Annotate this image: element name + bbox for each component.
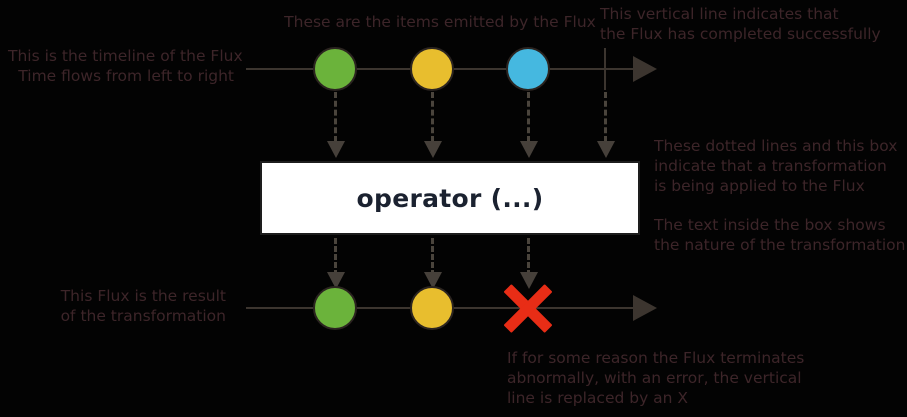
dotted-line-error-out: [527, 238, 530, 276]
annotation-box-text: The text inside the box shows the nature…: [654, 216, 906, 254]
dotted-arrow-yellow-out-icon: [424, 272, 442, 289]
source-marble-green[interactable]: [313, 47, 357, 91]
annotation-completion: This vertical line indicates that the Fl…: [600, 5, 881, 43]
dotted-arrow-green-out-icon: [327, 272, 345, 289]
dotted-arrow-completion-in-icon: [597, 141, 615, 158]
dotted-arrow-error-out-icon: [520, 272, 538, 289]
source-marble-blue[interactable]: [506, 47, 550, 91]
dotted-line-completion-in: [604, 92, 607, 142]
dotted-arrow-yellow-in-icon: [424, 141, 442, 158]
operator-label: operator (...): [356, 183, 544, 213]
dotted-arrow-green-in-icon: [327, 141, 345, 158]
operator-box[interactable]: operator (...): [260, 161, 640, 235]
result-marble-yellow[interactable]: [410, 286, 454, 330]
result-marble-green[interactable]: [313, 286, 357, 330]
dotted-line-blue-in: [527, 92, 530, 142]
source-timeline-arrow-icon: [633, 56, 657, 82]
completion-line: [604, 48, 606, 90]
annotation-items: These are the items emitted by the Flux: [284, 13, 596, 31]
source-marble-yellow[interactable]: [410, 47, 454, 91]
dotted-line-green-in: [334, 92, 337, 142]
dotted-arrow-blue-in-icon: [520, 141, 538, 158]
annotation-error: If for some reason the Flux terminates a…: [507, 349, 805, 407]
annotation-result: This Flux is the result of the transform…: [60, 287, 226, 325]
dotted-line-green-out: [334, 238, 337, 276]
annotation-transformation: These dotted lines and this box indicate…: [654, 137, 898, 195]
error-x-icon[interactable]: [500, 280, 556, 336]
dotted-line-yellow-in: [431, 92, 434, 142]
annotation-timeline: This is the timeline of the Flux Time fl…: [8, 47, 243, 85]
dotted-line-yellow-out: [431, 238, 434, 276]
result-timeline-arrow-icon: [633, 295, 657, 321]
